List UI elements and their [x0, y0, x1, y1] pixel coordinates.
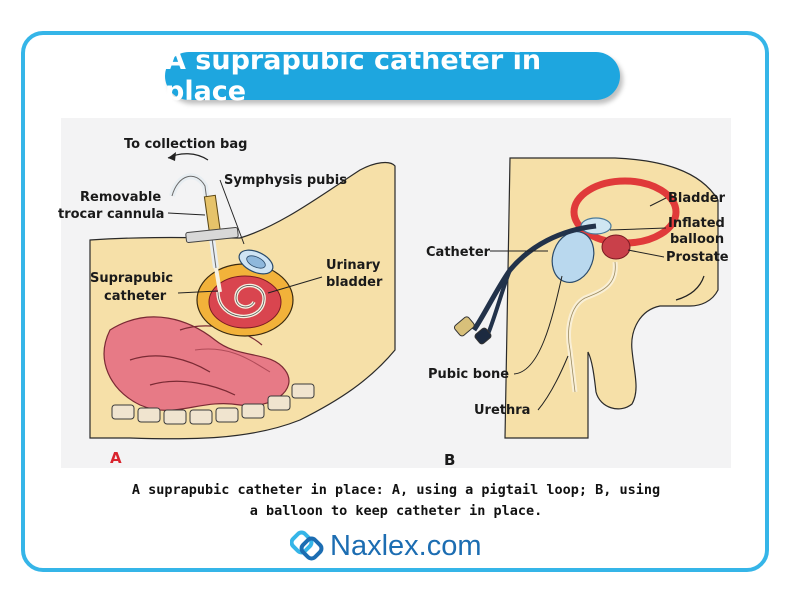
panel-a-letter: A	[110, 449, 122, 467]
label-bladder: Bladder	[668, 191, 726, 206]
brand-name: Naxlex.com	[330, 529, 482, 562]
panel-b-illustration	[453, 157, 719, 439]
panel-a-illustration	[89, 152, 396, 440]
panel-b-letter: B	[444, 451, 455, 469]
label-removable-line1: Removable	[80, 190, 161, 205]
label-to-collection-bag: To collection bag	[124, 137, 247, 152]
label-symphysis-pubis: Symphysis pubis	[224, 173, 347, 188]
label-urinary-line1: Urinary	[326, 258, 381, 273]
label-prostate: Prostate	[666, 250, 729, 265]
figure-caption: A suprapubic catheter in place: A, using…	[90, 480, 702, 522]
label-urethra: Urethra	[474, 403, 530, 418]
label-inflated-line1: Inflated	[668, 216, 725, 231]
label-catheter: Catheter	[426, 245, 491, 260]
brand: Naxlex.com	[290, 528, 482, 564]
naxlex-logo-icon	[290, 530, 324, 561]
caption-line-1: A suprapubic catheter in place: A, using…	[131, 482, 661, 498]
label-suprapubic-line2: catheter	[104, 289, 167, 304]
label-inflated-line2: balloon	[670, 232, 724, 247]
label-pubic-bone: Pubic bone	[428, 367, 509, 382]
label-removable-line2: trocar cannula	[58, 207, 164, 222]
caption-line-2: a balloon to keep catheter in place.	[249, 503, 543, 519]
label-urinary-line2: bladder	[326, 275, 383, 290]
label-suprapubic-line1: Suprapubic	[90, 271, 173, 286]
